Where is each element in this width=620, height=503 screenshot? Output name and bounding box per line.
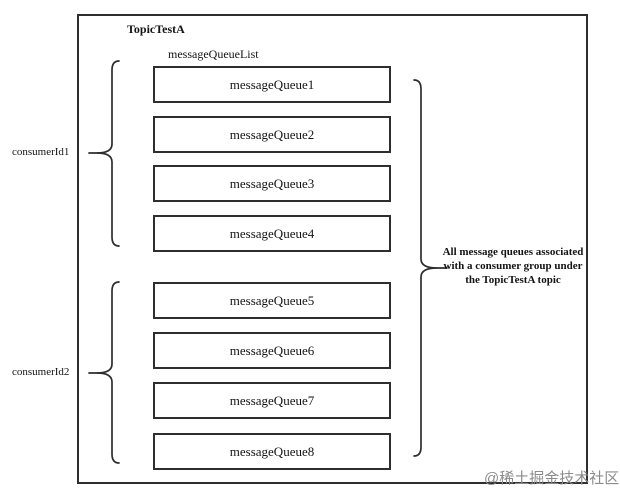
annotation-line-1: All message queues associated bbox=[442, 246, 584, 258]
queue-box-8: messageQueue8 bbox=[153, 433, 391, 470]
queue-box-4: messageQueue4 bbox=[153, 215, 391, 252]
queue-box-7: messageQueue7 bbox=[153, 382, 391, 419]
consumer-id1-label: consumerId1 bbox=[12, 146, 70, 158]
queue-box-3: messageQueue3 bbox=[153, 165, 391, 202]
queue-box-6: messageQueue6 bbox=[153, 332, 391, 369]
watermark: @稀土掘金技术社区 bbox=[484, 470, 620, 487]
message-queue-list-label: messageQueueList bbox=[168, 47, 259, 61]
queue-box-5: messageQueue5 bbox=[153, 282, 391, 319]
queue-box-1: messageQueue1 bbox=[153, 66, 391, 103]
queue-box-2: messageQueue2 bbox=[153, 116, 391, 153]
topic-container-box bbox=[77, 14, 588, 484]
annotation-line-3: the TopicTestA topic bbox=[465, 274, 561, 286]
annotation-text: All message queues associated with a con… bbox=[440, 245, 586, 287]
annotation-line-2: with a consumer group under bbox=[443, 260, 583, 272]
topic-title: TopicTestA bbox=[127, 22, 185, 36]
consumer-id2-label: consumerId2 bbox=[12, 366, 70, 378]
